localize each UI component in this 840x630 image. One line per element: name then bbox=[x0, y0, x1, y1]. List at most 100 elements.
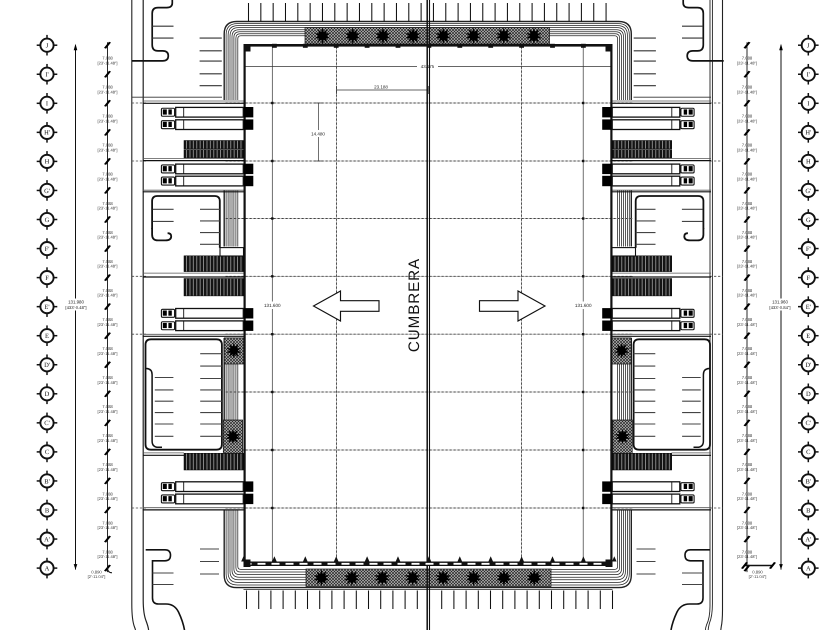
svg-text:D: D bbox=[806, 391, 811, 398]
svg-text:7.088: 7.088 bbox=[742, 172, 753, 177]
svg-text:131.960: 131.960 bbox=[772, 300, 788, 305]
svg-text:G: G bbox=[45, 217, 50, 224]
svg-text:B': B' bbox=[806, 478, 812, 485]
svg-text:7.088: 7.088 bbox=[102, 549, 113, 554]
svg-text:E': E' bbox=[806, 304, 811, 311]
svg-text:[23'-11.48"]: [23'-11.48"] bbox=[98, 525, 118, 530]
svg-text:131.600: 131.600 bbox=[575, 303, 592, 308]
svg-text:F: F bbox=[45, 275, 49, 282]
svg-text:7.088: 7.088 bbox=[102, 85, 113, 90]
svg-text:A': A' bbox=[805, 536, 811, 543]
svg-text:[23'-11.48"]: [23'-11.48"] bbox=[98, 264, 118, 269]
svg-text:E: E bbox=[806, 333, 810, 340]
svg-text:B': B' bbox=[44, 478, 50, 485]
svg-text:0.890: 0.890 bbox=[91, 569, 102, 574]
svg-text:F: F bbox=[806, 275, 810, 282]
svg-text:[23'-11.48"]: [23'-11.48"] bbox=[737, 467, 757, 472]
svg-text:7.088: 7.088 bbox=[102, 404, 113, 409]
svg-text:[23'-11.48"]: [23'-11.48"] bbox=[737, 496, 757, 501]
svg-text:7.088: 7.088 bbox=[742, 346, 753, 351]
svg-text:J: J bbox=[46, 43, 49, 50]
svg-text:F': F' bbox=[45, 246, 50, 253]
svg-text:7.088: 7.088 bbox=[742, 549, 753, 554]
svg-text:7.088: 7.088 bbox=[102, 172, 113, 177]
svg-text:[23'-11.48"]: [23'-11.48"] bbox=[98, 206, 118, 211]
svg-text:[23'-11.48"]: [23'-11.48"] bbox=[98, 554, 118, 559]
svg-text:7.088: 7.088 bbox=[742, 491, 753, 496]
svg-text:[23'-11.48"]: [23'-11.48"] bbox=[98, 438, 118, 443]
svg-text:[23'-11.48"]: [23'-11.48"] bbox=[737, 351, 757, 356]
svg-text:D': D' bbox=[44, 362, 50, 369]
svg-text:7.088: 7.088 bbox=[102, 491, 113, 496]
svg-text:[433'-0.48"]: [433'-0.48"] bbox=[65, 305, 86, 310]
svg-text:7.088: 7.088 bbox=[102, 317, 113, 322]
svg-text:A: A bbox=[806, 565, 811, 572]
svg-text:[23'-11.48"]: [23'-11.48"] bbox=[737, 554, 757, 559]
svg-text:[23'-11.48"]: [23'-11.48"] bbox=[737, 264, 757, 269]
svg-text:23.188: 23.188 bbox=[374, 85, 388, 90]
svg-text:7.088: 7.088 bbox=[102, 433, 113, 438]
svg-text:I': I' bbox=[45, 72, 48, 79]
svg-text:7.088: 7.088 bbox=[742, 404, 753, 409]
svg-text:H: H bbox=[806, 159, 811, 166]
svg-text:[23'-11.48"]: [23'-11.48"] bbox=[98, 322, 118, 327]
svg-text:7.088: 7.088 bbox=[102, 259, 113, 264]
svg-text:7.088: 7.088 bbox=[742, 520, 753, 525]
svg-text:7.088: 7.088 bbox=[102, 230, 113, 235]
svg-text:H': H' bbox=[805, 130, 811, 137]
svg-text:[23'-11.48"]: [23'-11.48"] bbox=[98, 351, 118, 356]
svg-text:[23'-11.48"]: [23'-11.48"] bbox=[737, 293, 757, 298]
svg-text:[23'-11.48"]: [23'-11.48"] bbox=[737, 380, 757, 385]
svg-text:7.088: 7.088 bbox=[742, 375, 753, 380]
svg-text:C: C bbox=[806, 449, 810, 456]
svg-text:131.980: 131.980 bbox=[68, 300, 84, 305]
svg-text:7.088: 7.088 bbox=[742, 201, 753, 206]
svg-text:[23'-11.48"]: [23'-11.48"] bbox=[737, 118, 757, 123]
svg-text:E': E' bbox=[44, 304, 49, 311]
svg-text:G': G' bbox=[44, 188, 50, 195]
svg-text:7.088: 7.088 bbox=[102, 520, 113, 525]
svg-text:[23'-11.48"]: [23'-11.48"] bbox=[737, 409, 757, 414]
svg-text:H': H' bbox=[44, 130, 50, 137]
svg-text:C': C' bbox=[806, 420, 812, 427]
svg-text:B: B bbox=[45, 507, 50, 514]
svg-text:[23'-11.48"]: [23'-11.48"] bbox=[98, 380, 118, 385]
svg-text:I: I bbox=[807, 101, 809, 108]
svg-text:[23'-11.48"]: [23'-11.48"] bbox=[737, 60, 757, 65]
svg-text:[23'-11.48"]: [23'-11.48"] bbox=[98, 147, 118, 152]
svg-text:[23'-11.48"]: [23'-11.48"] bbox=[737, 89, 757, 94]
svg-text:7.088: 7.088 bbox=[102, 375, 113, 380]
svg-text:7.088: 7.088 bbox=[102, 143, 113, 148]
svg-text:7.088: 7.088 bbox=[742, 462, 753, 467]
svg-text:[23'-11.48"]: [23'-11.48"] bbox=[737, 322, 757, 327]
svg-text:[23'-11.48"]: [23'-11.48"] bbox=[98, 235, 118, 240]
svg-text:7.088: 7.088 bbox=[742, 85, 753, 90]
svg-text:E: E bbox=[45, 333, 49, 340]
svg-text:[23'-11.48"]: [23'-11.48"] bbox=[98, 60, 118, 65]
svg-text:[433'-0.84"]: [433'-0.84"] bbox=[769, 305, 790, 310]
svg-text:I': I' bbox=[807, 72, 810, 79]
svg-text:H: H bbox=[45, 159, 50, 166]
svg-text:7.088: 7.088 bbox=[742, 288, 753, 293]
svg-text:[23'-11.48"]: [23'-11.48"] bbox=[98, 177, 118, 182]
svg-text:14.480: 14.480 bbox=[311, 132, 325, 137]
svg-text:G: G bbox=[806, 217, 811, 224]
svg-text:7.088: 7.088 bbox=[102, 288, 113, 293]
svg-text:[23'-11.48"]: [23'-11.48"] bbox=[737, 147, 757, 152]
svg-text:[23'-11.48"]: [23'-11.48"] bbox=[98, 467, 118, 472]
svg-text:7.088: 7.088 bbox=[102, 346, 113, 351]
svg-text:7.088: 7.088 bbox=[102, 114, 113, 119]
svg-text:[23'-11.48"]: [23'-11.48"] bbox=[737, 235, 757, 240]
svg-text:[23'-11.48"]: [23'-11.48"] bbox=[98, 496, 118, 501]
svg-text:7.088: 7.088 bbox=[742, 317, 753, 322]
svg-text:F': F' bbox=[806, 246, 811, 253]
svg-text:A': A' bbox=[44, 536, 50, 543]
svg-text:131.600: 131.600 bbox=[264, 303, 281, 308]
svg-text:CUMBRERA: CUMBRERA bbox=[406, 258, 423, 352]
svg-text:[23'-11.48"]: [23'-11.48"] bbox=[98, 118, 118, 123]
svg-text:[23'-11.48"]: [23'-11.48"] bbox=[737, 438, 757, 443]
svg-text:C': C' bbox=[44, 420, 50, 427]
svg-text:0.890: 0.890 bbox=[752, 569, 763, 574]
svg-text:7.088: 7.088 bbox=[742, 230, 753, 235]
svg-text:D': D' bbox=[805, 362, 811, 369]
